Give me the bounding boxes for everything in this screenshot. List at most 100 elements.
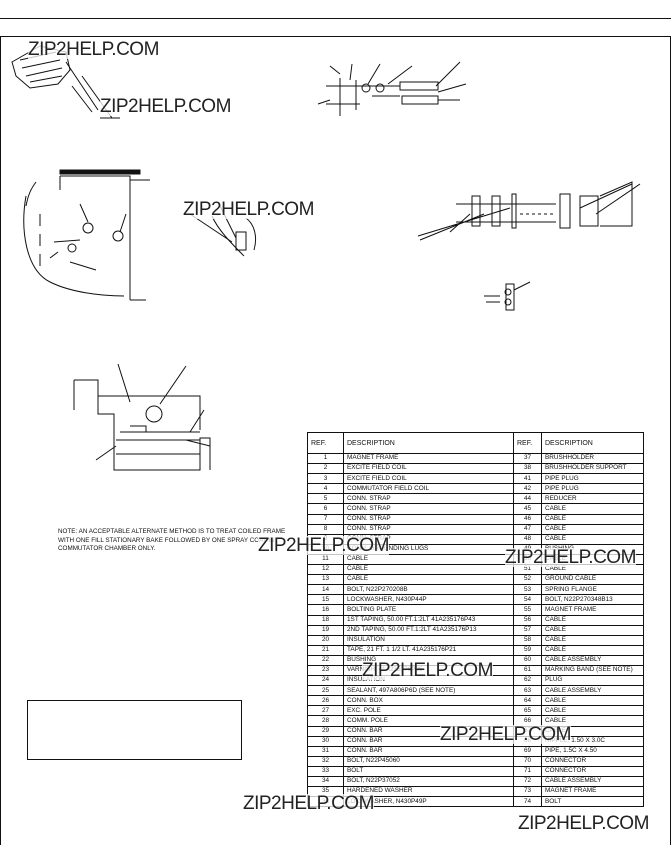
description-cell: MAGNET FRAME <box>343 453 514 465</box>
description-cell: BOLT, N22P45060 <box>343 756 514 767</box>
ref-cell: 16 <box>307 604 344 616</box>
description-cell: COMMUTATOR FIELD COIL <box>343 483 514 495</box>
description-cell: CABLE <box>541 715 644 727</box>
ref-cell: 24 <box>307 675 344 687</box>
description-cell: EXCITE FIELD COIL <box>343 473 514 485</box>
ref-cell: 70 <box>513 756 542 767</box>
description-cell: CABLE <box>541 564 644 576</box>
description-cell: CABLE <box>541 635 644 646</box>
ref-cell: 38 <box>513 463 542 475</box>
description-cell: BOLT <box>343 766 514 778</box>
description-cell: MARKING BAND (SEE NOTE) <box>541 665 644 677</box>
description-cell: MAGNET FRAME <box>541 604 644 616</box>
description-cell: INSULATION <box>343 635 514 646</box>
ref-cell: 21 <box>307 645 344 656</box>
description-cell: CABLE <box>343 574 514 586</box>
description-cell: CABLE <box>541 514 644 525</box>
watermark-7: ZIP2HELP.COM <box>440 724 571 745</box>
description-cell: BRUSHHOLDER <box>541 453 644 465</box>
header-ref: REF. <box>307 432 344 454</box>
ref-cell: 32 <box>307 756 344 767</box>
ref-cell: 13 <box>307 574 344 586</box>
description-cell: EXCITE FIELD COIL <box>343 463 514 475</box>
ref-cell: 20 <box>307 635 344 646</box>
ref-cell: 53 <box>513 584 542 596</box>
ref-cell: 73 <box>513 786 542 798</box>
description-cell: BOLT, N22P37052 <box>343 776 514 788</box>
description-cell: CONN. STRAP <box>343 524 514 535</box>
watermark-6: ZIP2HELP.COM <box>362 660 493 681</box>
ref-cell: 65 <box>513 705 542 717</box>
ref-cell: 61 <box>513 665 542 677</box>
watermark-5: ZIP2HELP.COM <box>505 547 636 568</box>
description-cell: CABLE <box>343 564 514 576</box>
ref-cell: 71 <box>513 766 542 778</box>
ref-cell: 14 <box>307 584 344 596</box>
ref-cell: 54 <box>513 594 542 606</box>
description-cell: CABLE <box>541 534 644 545</box>
description-cell: CABLE <box>541 503 644 515</box>
watermark-2: ZIP2HELP.COM <box>100 96 231 117</box>
description-cell: CONN. STRAP <box>343 514 514 525</box>
ref-cell: 63 <box>513 685 542 697</box>
description-cell: CABLE <box>541 705 644 717</box>
description-cell: LOCKWASHER, N430P44P <box>343 594 514 606</box>
drawing-connector <box>417 181 641 241</box>
description-cell: 1ST TAPING, 50.00 FT.1:2LT 41A235176P43 <box>343 615 514 626</box>
ref-cell: 25 <box>307 685 344 697</box>
watermark-9: ZIP2HELP.COM <box>518 813 649 834</box>
ref-cell: 34 <box>307 776 344 788</box>
page-border-left <box>0 36 1 845</box>
ref-cell: 23 <box>307 665 344 677</box>
header-rule-top <box>0 18 671 19</box>
ref-cell: 6 <box>307 503 344 515</box>
watermark-4: ZIP2HELP.COM <box>258 535 389 556</box>
description-cell: MAGNET FRAME <box>541 786 644 798</box>
ref-cell: 57 <box>513 625 542 636</box>
ref-cell: 22 <box>307 655 344 666</box>
description-cell: PIPE, 1.5C X 4.50 <box>541 746 644 757</box>
ref-cell: 29 <box>307 726 344 737</box>
ref-cell: 30 <box>307 736 344 747</box>
description-cell: CABLE ASSEMBLY <box>541 655 644 666</box>
ref-cell: 4 <box>307 483 344 495</box>
description-cell: BOLT, N22P270348B13 <box>541 594 644 606</box>
header-ref-2: REF. <box>513 432 542 454</box>
description-cell: PLUG <box>541 675 644 687</box>
ref-cell: 5 <box>307 493 344 505</box>
ref-cell: 74 <box>513 796 542 808</box>
ref-cell: 72 <box>513 776 542 788</box>
drawing-pole-assembly <box>73 363 211 471</box>
description-cell: EXC. POLE <box>343 705 514 717</box>
ref-cell: 41 <box>513 473 542 485</box>
description-cell: CONN. STRAP <box>343 503 514 515</box>
description-cell: CABLE <box>541 524 644 535</box>
ref-cell: 31 <box>307 746 344 757</box>
description-cell: CABLE <box>541 625 644 636</box>
description-cell: GROUND CABLE <box>541 574 644 586</box>
header-rule-bottom <box>0 36 671 37</box>
ref-cell: 8 <box>307 524 344 535</box>
ref-cell: 45 <box>513 503 542 515</box>
ref-cell: 44 <box>513 493 542 505</box>
description-cell: CABLE <box>541 615 644 626</box>
drawing-bracket <box>317 61 467 116</box>
description-cell: PIPE PLUG <box>541 483 644 495</box>
ref-cell: 56 <box>513 615 542 626</box>
